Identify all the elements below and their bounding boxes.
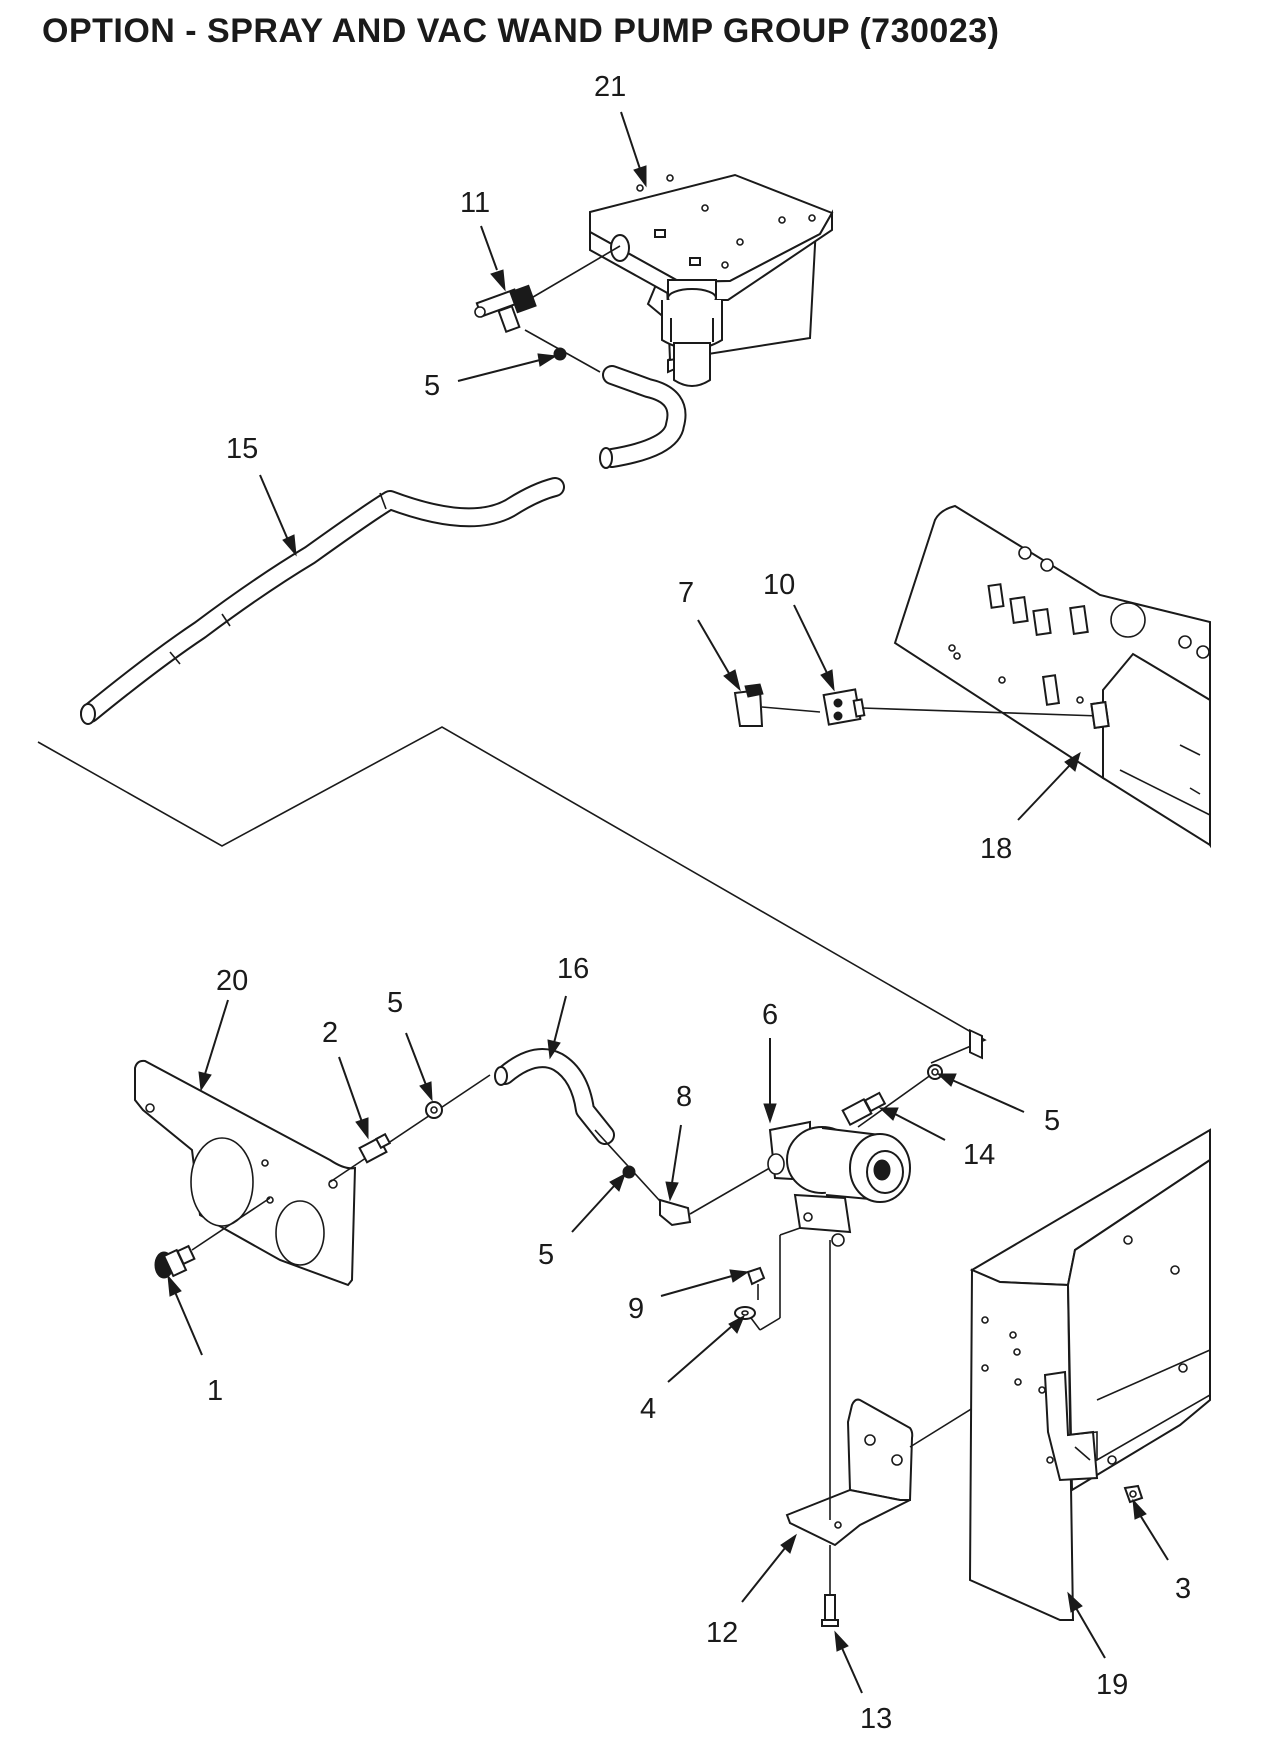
callout-6: 6 bbox=[762, 999, 778, 1031]
callout-10: 10 bbox=[763, 569, 795, 601]
part-15-long-hose bbox=[80, 477, 565, 725]
part-5-clamp-left bbox=[425, 1101, 443, 1119]
callout-7: 7 bbox=[678, 577, 694, 609]
callout-5-top: 5 bbox=[424, 370, 440, 402]
part-2-fitting bbox=[329, 1074, 491, 1183]
callout-18: 18 bbox=[980, 833, 1012, 865]
callout-12: 12 bbox=[706, 1617, 738, 1649]
part-14-fitting bbox=[841, 1071, 936, 1128]
part-16-short-hose bbox=[494, 1048, 671, 1213]
page-title: OPTION - SPRAY AND VAC WAND PUMP GROUP (… bbox=[42, 12, 1000, 50]
callout-1: 1 bbox=[207, 1375, 223, 1407]
part-21-filter-bracket bbox=[589, 173, 834, 387]
leader-lines bbox=[167, 111, 1169, 1694]
part-20-wand-plate bbox=[134, 1059, 357, 1287]
callout-4: 4 bbox=[640, 1393, 656, 1425]
callout-13: 13 bbox=[860, 1703, 892, 1735]
callout-11: 11 bbox=[460, 187, 490, 219]
part-11-tee-fitting bbox=[474, 245, 621, 334]
callout-20: 20 bbox=[216, 965, 248, 997]
callout-21: 21 bbox=[594, 71, 626, 103]
callout-3: 3 bbox=[1175, 1573, 1191, 1605]
part-18-control-panel bbox=[893, 504, 1211, 1060]
part-6-pump bbox=[744, 1120, 911, 1331]
part-13-screw bbox=[821, 1545, 839, 1627]
callout-9: 9 bbox=[628, 1293, 644, 1325]
part-7-switch-cap bbox=[733, 683, 821, 727]
part-10-rocker-switch bbox=[822, 688, 1110, 729]
callout-14: 14 bbox=[963, 1139, 995, 1171]
callout-2: 2 bbox=[322, 1017, 338, 1049]
callout-5-mid: 5 bbox=[538, 1239, 554, 1271]
part-19-frame bbox=[968, 1128, 1211, 1621]
part-5-clamp-right bbox=[927, 1064, 943, 1080]
callout-5-left: 5 bbox=[387, 987, 403, 1019]
part-12-pump-bracket bbox=[785, 1240, 1019, 1547]
callout-8: 8 bbox=[676, 1081, 692, 1113]
part-9-nut bbox=[746, 1266, 766, 1300]
callout-5-right: 5 bbox=[1044, 1105, 1060, 1137]
callout-15: 15 bbox=[226, 433, 258, 465]
part-1-quick-connect bbox=[154, 1244, 196, 1279]
upper-hose bbox=[524, 329, 687, 469]
part-8-elbow bbox=[659, 1161, 781, 1227]
part-4-washer bbox=[734, 1306, 756, 1320]
callout-labels: 21 11 5 15 7 10 18 20 2 5 16 6 8 5 5 14 … bbox=[207, 71, 1191, 1735]
callout-19: 19 bbox=[1096, 1669, 1128, 1701]
callout-16: 16 bbox=[557, 953, 589, 985]
connection-line bbox=[37, 726, 987, 1064]
part-3-nut bbox=[1074, 1446, 1144, 1504]
